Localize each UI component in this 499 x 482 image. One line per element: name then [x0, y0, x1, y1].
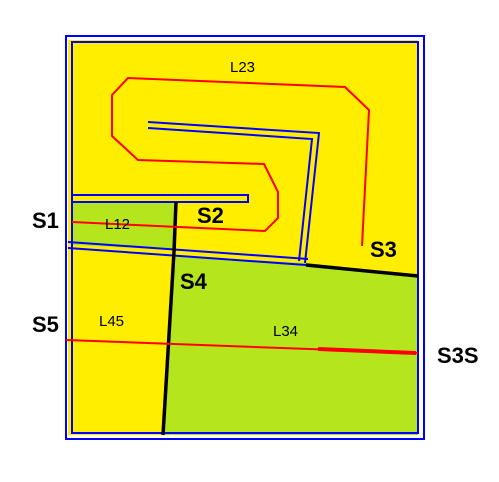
shelf-wall: [71, 194, 249, 203]
green-region-l12: [72, 202, 176, 250]
divider-wall-top: [67, 241, 309, 260]
boundary-s3: [305, 263, 419, 278]
link-line-l23: [71, 76, 371, 247]
walls: [65, 35, 425, 440]
label-s3s: S3S: [437, 343, 479, 368]
label-l34: L34: [273, 323, 298, 340]
label-s4: S4: [180, 269, 208, 294]
label-s1: S1: [32, 208, 59, 233]
outer-wall-inner: [71, 41, 419, 434]
outer-wall-outer: [65, 35, 425, 440]
label-s3: S3: [370, 237, 397, 262]
label-s5: S5: [32, 312, 59, 337]
link-labels: L12 L23 L34 L45: [99, 59, 298, 340]
regions: [68, 40, 418, 435]
divider-wall-bottom: [67, 247, 307, 266]
green-region-l34: [164, 256, 418, 435]
label-l45: L45: [99, 313, 124, 330]
boundary-labels: S1 S2 S3 S4 S5 S3S: [32, 203, 479, 368]
label-l12: L12: [105, 216, 130, 233]
spiral-wall-inner: [147, 127, 314, 262]
label-l23: L23: [230, 59, 255, 76]
spiral-wall-outer: [147, 121, 321, 264]
link-line-s3s-thick: [317, 347, 417, 355]
label-s2: S2: [197, 203, 224, 228]
link-lines: [65, 76, 419, 355]
